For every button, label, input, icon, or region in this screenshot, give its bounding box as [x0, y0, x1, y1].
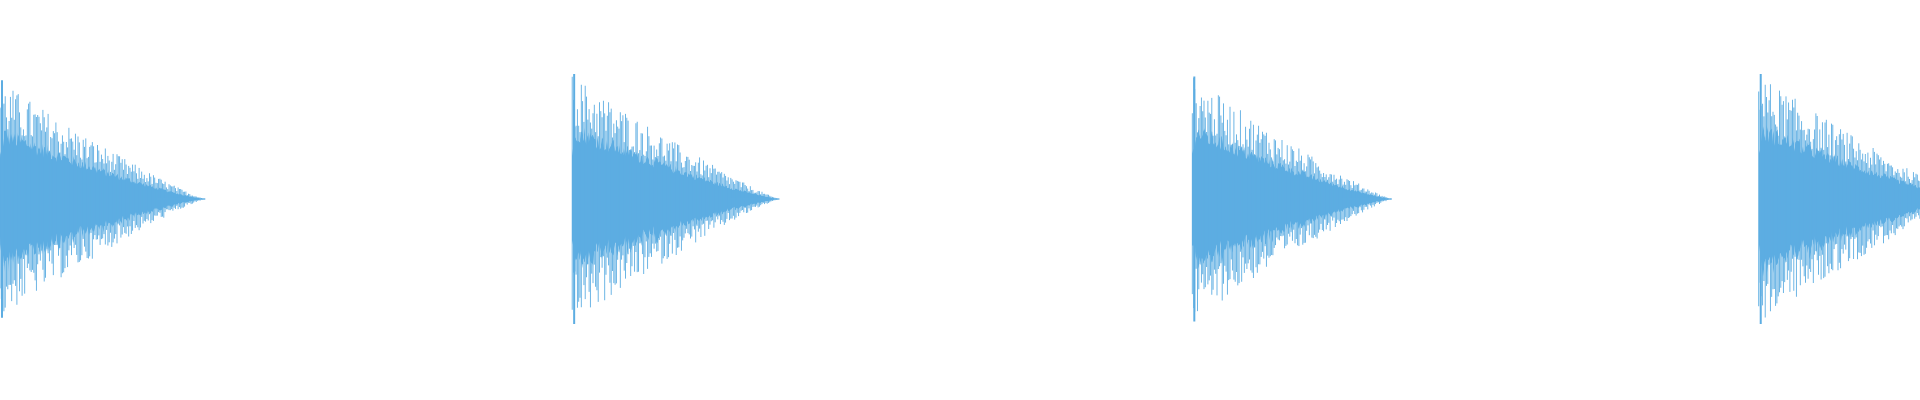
- waveform-burst: [0, 80, 206, 318]
- waveform-burst: [1191, 76, 1392, 322]
- waveform-burst: [1758, 74, 1920, 324]
- waveform-burst: [571, 74, 780, 324]
- waveform-bursts: [0, 74, 1920, 324]
